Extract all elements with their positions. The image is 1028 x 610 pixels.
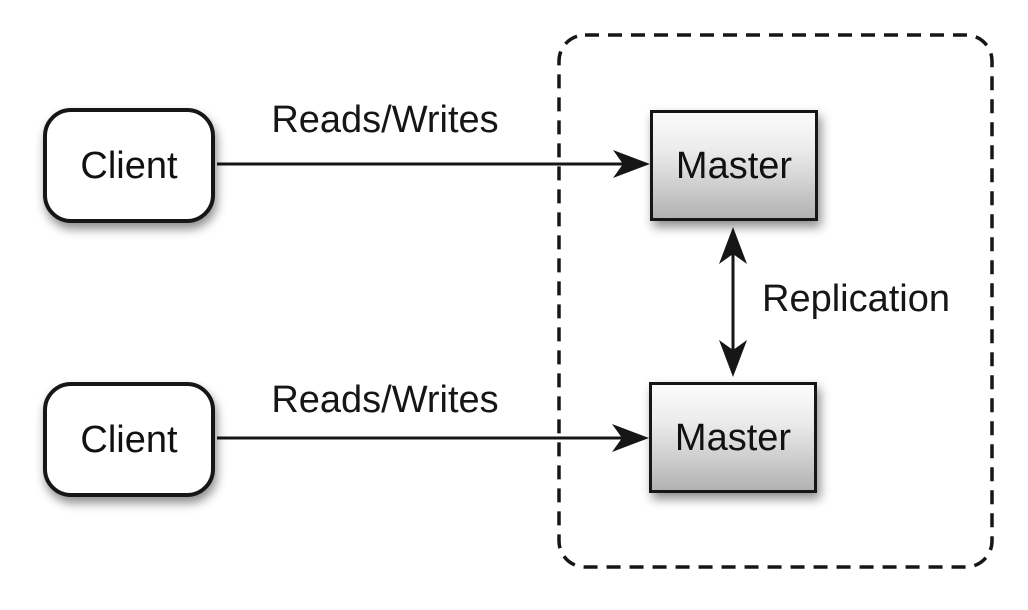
master-node-top-label: Master: [675, 144, 793, 187]
master-node-bottom: Master: [649, 382, 817, 493]
reads-writes-label-top: Reads/Writes: [271, 99, 499, 141]
replication-label: Replication: [762, 278, 950, 320]
client-node-bottom: Client: [43, 382, 215, 497]
client-node-bottom-label: Client: [80, 418, 178, 461]
replication-group-dashed-border: [557, 33, 994, 569]
replication-arrow: [719, 227, 747, 377]
reads-writes-label-bottom: Reads/Writes: [271, 379, 499, 421]
client-node-top-label: Client: [80, 144, 178, 187]
client-node-top: Client: [43, 108, 215, 223]
master-node-top: Master: [650, 110, 818, 221]
master-node-bottom-label: Master: [674, 416, 792, 459]
reads-writes-arrow-bottom: [217, 424, 649, 452]
reads-writes-arrow-top: [217, 150, 650, 178]
